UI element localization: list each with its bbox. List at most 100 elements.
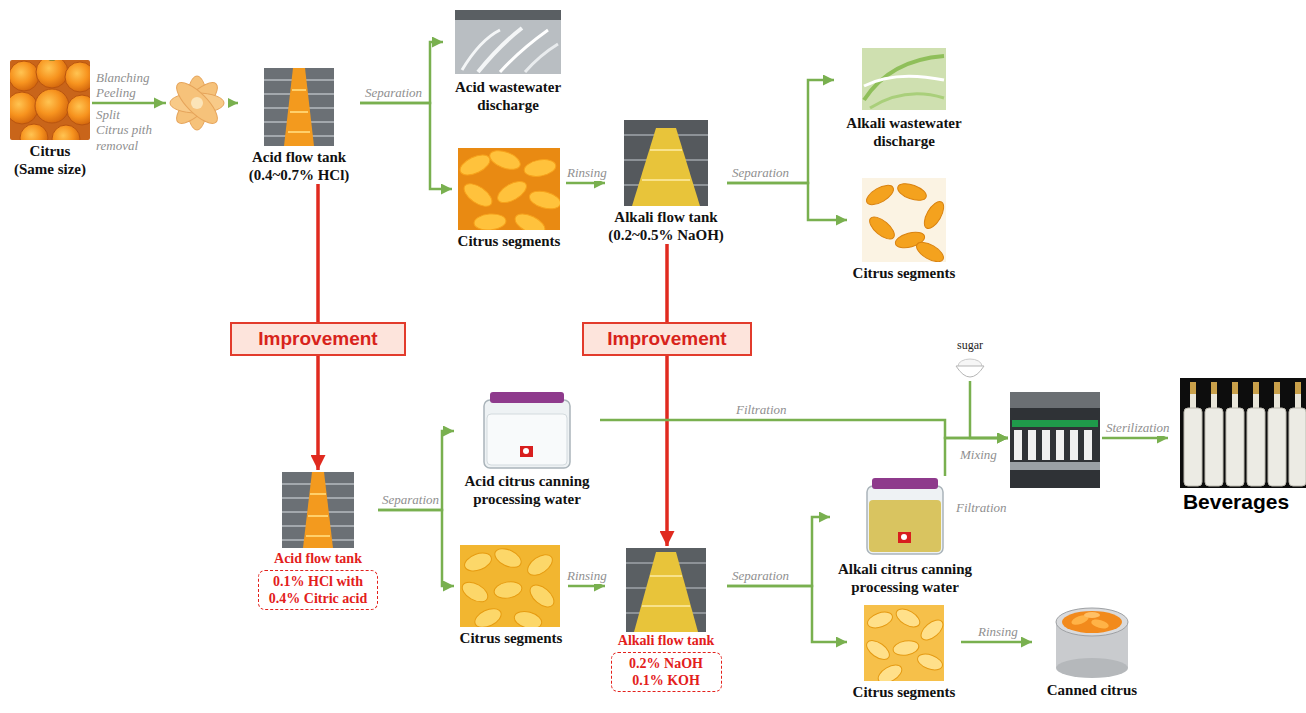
citrus-photo — [10, 61, 39, 91]
image-node: Citrus segments — [454, 543, 568, 647]
tank-node: Alkali flow tank 0.2% NaOH 0.1% KOH — [605, 546, 727, 692]
filling-machine-photo — [1014, 430, 1022, 460]
beverage-bottles-photo — [1180, 378, 1306, 488]
tank-node: Alkali flow tank (0.2~0.5% NaOH) — [605, 118, 727, 244]
step-label: Sterilization — [1105, 420, 1171, 436]
step-label: Filtration — [735, 402, 788, 418]
citrus-segments-photo — [875, 661, 905, 681]
step-label: Separation — [381, 492, 440, 508]
citrus-segments-photo — [493, 580, 523, 601]
peeled-citrus-photo — [166, 66, 228, 140]
improvement-arrow — [316, 184, 320, 322]
flow-arrow — [1102, 437, 1168, 440]
image-node: Canned citrus — [1032, 603, 1152, 699]
node-label: Acid flow tank (0.4~0.7% HCl) — [238, 148, 360, 184]
alkali-tank-photo — [624, 120, 708, 206]
step-label: Mixing — [960, 447, 997, 463]
acid-tank-photo — [264, 68, 334, 146]
citrus-segments-photo — [462, 550, 494, 575]
machine-node: Mixing — [1008, 390, 1102, 490]
flow-arrow — [945, 438, 1008, 476]
acid-wastewater-photo — [500, 30, 548, 72]
acid-tank-photo — [306, 535, 330, 537]
image-node: Citrus segments — [847, 603, 961, 701]
citrus-segments-photo — [472, 605, 504, 627]
acid-tank-photo — [290, 111, 308, 113]
image-node: Alkali wastewater discharge — [834, 46, 974, 150]
citrus-photo — [10, 60, 90, 140]
citrus-segments-photo — [866, 213, 898, 243]
step-label: Split — [95, 107, 121, 123]
citrus-photo — [20, 124, 48, 140]
acid-water-container — [520, 446, 533, 457]
canned-citrus-photo — [1090, 618, 1109, 630]
citrus-segments-photo — [524, 550, 556, 579]
citrus-photo — [52, 125, 80, 140]
improvement-arrow — [316, 356, 320, 470]
improvement-box: Improvement — [230, 322, 406, 356]
flow-arrow — [360, 103, 452, 189]
citrus-segments-photo — [864, 605, 944, 681]
node-label: Alkali flow tank — [605, 632, 727, 649]
alkali-wastewater-photo — [862, 48, 946, 110]
citrus-segments-photo — [918, 616, 944, 643]
alkali-tank-photo — [626, 548, 706, 632]
alkali-water-container — [869, 500, 941, 552]
acid-wastewater-photo — [455, 10, 561, 74]
canned-citrus-photo — [1062, 611, 1122, 633]
connectors — [92, 42, 1168, 642]
step-label: Separation — [731, 568, 790, 584]
citrus-segments-photo — [512, 210, 548, 230]
peeled-citrus-photo — [171, 77, 223, 129]
filling-machine-photo — [1010, 392, 1100, 488]
node-label: Citrus segments — [847, 264, 961, 282]
citrus-segments-photo — [864, 605, 944, 681]
tank-node: Acid flow tank0.1% HCl with 0.4% Citric … — [258, 470, 378, 610]
citrus-segments-photo — [527, 188, 560, 212]
flow-arrow — [360, 42, 443, 103]
citrus-segments-photo — [864, 637, 893, 663]
node-label: Alkali flow tank (0.2~0.5% NaOH) — [605, 208, 727, 244]
sugar-bowl — [956, 359, 984, 377]
canned-citrus-photo — [1056, 608, 1128, 678]
citrus-segments-photo — [460, 179, 495, 210]
beverage-bottles-photo — [1190, 394, 1196, 408]
acid-tank-photo — [308, 515, 328, 517]
peeled-citrus-photo — [191, 97, 203, 109]
beverage-bottles-photo — [1232, 382, 1238, 394]
node-label: Citrus segments — [452, 232, 566, 250]
improvement-arrow — [665, 356, 669, 546]
node-label: Acid citrus canning processing water — [454, 472, 600, 508]
acid-tank-photo — [292, 89, 306, 91]
tank-node: Acid flow tank (0.4~0.7% HCl) — [238, 66, 360, 184]
alkali-tank-photo — [634, 552, 698, 632]
alkali-tank-photo — [642, 179, 690, 181]
alkali-wastewater-photo — [870, 94, 944, 108]
flow-arrow — [566, 182, 605, 185]
image-node: Citrus segments — [847, 176, 961, 282]
citrus-segments-photo — [494, 177, 530, 207]
flow-arrow — [378, 431, 454, 510]
alkali-tank-photo — [626, 548, 706, 632]
citrus-segments-photo — [914, 238, 946, 262]
citrus-segments-photo — [915, 651, 944, 673]
acid-water-container — [523, 448, 529, 454]
alkali-water-container — [867, 478, 943, 554]
flow-arrow — [727, 183, 847, 220]
alkali-tank-photo — [650, 149, 682, 151]
flow-arrow — [600, 420, 1008, 438]
citrus-segments-photo — [487, 148, 523, 173]
acid-tank-photo — [303, 472, 333, 548]
node-label: Citrus segments — [847, 683, 961, 701]
canned-citrus-photo — [1056, 658, 1128, 678]
node-label: Canned citrus — [1032, 681, 1152, 699]
dashed-box: 0.2% NaOH 0.1% KOH — [611, 652, 722, 692]
acid-tank-photo — [264, 68, 334, 146]
node-label: Alkali citrus canning processing water — [830, 560, 980, 596]
beverage-bottles-photo — [1205, 408, 1223, 486]
citrus-segments-photo — [896, 180, 929, 203]
filling-machine-photo — [1042, 430, 1050, 460]
citrus-segments-photo — [864, 181, 897, 208]
node-label: 0.2% NaOH 0.1% KOH — [619, 655, 714, 689]
